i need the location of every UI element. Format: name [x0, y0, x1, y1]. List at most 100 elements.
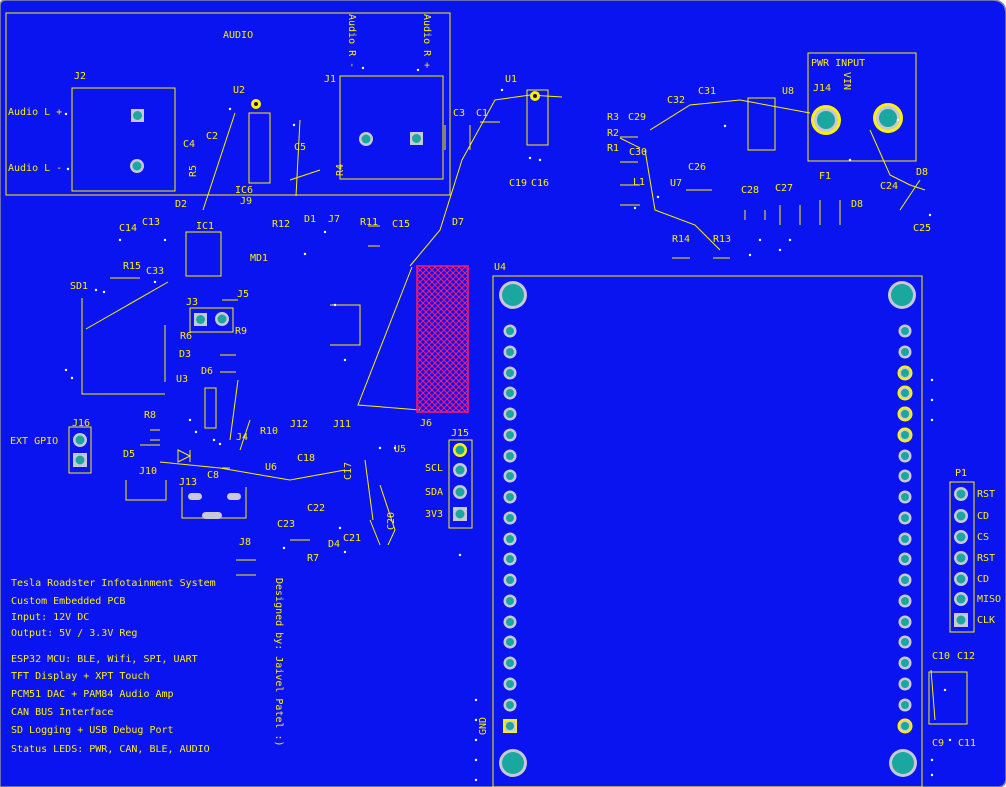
ref-designator: C29 — [628, 112, 647, 123]
ref-designator: C10 — [932, 651, 951, 662]
ref-designator: C17 — [343, 461, 354, 480]
ref-designator: D8 — [916, 167, 929, 178]
ref-designator: J2 — [74, 71, 87, 82]
ref-designator: J13 — [179, 477, 198, 488]
pwr-input-label: PWR INPUT — [811, 58, 866, 69]
ref-designator: C30 — [629, 147, 648, 158]
ref-designator: U8 — [782, 86, 795, 97]
ref-designator: C27 — [775, 183, 794, 194]
pads — [73, 91, 968, 777]
ref-designator: C24 — [880, 181, 899, 192]
vin-label: VIN — [841, 72, 852, 91]
gnd-label: GND — [478, 716, 489, 735]
ref-designator: J8 — [239, 537, 252, 548]
ref-designator: C28 — [741, 185, 760, 196]
ref-designator: R13 — [713, 234, 732, 245]
keepout-zone — [416, 265, 469, 413]
ref-designator: R6 — [180, 331, 193, 342]
ref-designator: SD1 — [70, 281, 89, 292]
ref-designator: D1 — [304, 214, 317, 225]
ref-designator: J3 — [186, 297, 199, 308]
ref-designator: R15 — [123, 261, 142, 272]
ref-designator: U4 — [494, 262, 507, 273]
silkscreen-lines — [5, 12, 975, 787]
note-line: SD Logging + USB Debug Port — [11, 725, 174, 736]
ref-designator: C19 — [509, 178, 528, 189]
ref-designator: J6 — [420, 418, 433, 429]
ref-designator: U6 — [265, 462, 278, 473]
ref-designator: C12 — [957, 651, 976, 662]
p1-pin-label: RST — [977, 553, 996, 564]
ref-designator: C31 — [698, 86, 717, 97]
ref-designator: R7 — [307, 553, 320, 564]
designer-credit: Designed by: Jaivel Patel :) — [273, 578, 284, 747]
ref-designator: C18 — [297, 453, 316, 464]
ref-designator: R4 — [335, 163, 346, 176]
ref-designator: U5 — [394, 444, 407, 455]
ref-designator: R10 — [260, 426, 279, 437]
ref-designator: C16 — [531, 178, 550, 189]
ref-designator: D8 — [851, 199, 864, 210]
ref-designator: J5 — [237, 289, 250, 300]
i2c-scl-label: SCL — [425, 463, 444, 474]
ref-designator: J4 — [236, 432, 249, 443]
ref-designator: IC1 — [196, 221, 215, 232]
ref-designator: C22 — [307, 503, 326, 514]
note-line: Tesla Roadster Infotainment System — [11, 578, 216, 589]
ref-designator: C2 — [206, 131, 219, 142]
audio-r-plus-label: Audio R + — [421, 14, 432, 69]
ref-designator: C8 — [207, 470, 220, 481]
ref-designator: D3 — [179, 349, 192, 360]
ref-designator: D4 — [328, 539, 341, 550]
ref-designator: C14 — [119, 223, 138, 234]
ref-designator: J16 — [72, 418, 91, 429]
ref-designator: J12 — [290, 419, 309, 430]
ref-designator: J11 — [333, 419, 352, 430]
ref-designator: C15 — [392, 219, 411, 230]
note-line: Input: 12V DC — [11, 612, 90, 623]
ref-designator: D5 — [123, 449, 136, 460]
note-line: Status LEDS: PWR, CAN, BLE, AUDIO — [11, 744, 210, 755]
ref-designator: C11 — [958, 738, 977, 749]
ref-designator: IC6 — [235, 185, 254, 196]
ref-designator: U7 — [670, 178, 683, 189]
ref-designator: R5 — [188, 164, 199, 177]
audio-l-plus-label: Audio L + — [8, 107, 63, 118]
ref-designator: R2 — [607, 128, 620, 139]
ref-designator: R1 — [607, 143, 620, 154]
i2c-3v3-label: 3V3 — [425, 509, 444, 520]
p1-pin-label: CD — [977, 511, 990, 522]
ref-designator: C3 — [453, 108, 466, 119]
ref-designator: R9 — [235, 326, 248, 337]
ref-designator: L1 — [633, 177, 646, 188]
ref-designator: R11 — [360, 217, 379, 228]
ext-gpio-label: EXT GPIO — [10, 436, 59, 447]
ref-designator: D7 — [452, 217, 465, 228]
ref-designator: J10 — [139, 466, 158, 477]
ref-designator: R12 — [272, 219, 291, 230]
ref-designator: C33 — [146, 266, 165, 277]
ref-designator: C21 — [343, 533, 362, 544]
ref-designator: D2 — [175, 199, 188, 210]
ref-designator: C26 — [688, 162, 707, 173]
audio-block-label: AUDIO — [223, 30, 254, 41]
note-line: Output: 5V / 3.3V Reg — [11, 628, 138, 639]
ref-designator: C23 — [277, 519, 296, 530]
ref-designator: C32 — [667, 95, 686, 106]
ref-designator: D6 — [201, 366, 214, 377]
ref-designator: J15 — [451, 428, 470, 439]
p1-pin-label: CLK — [977, 615, 996, 626]
ref-designator: C1 — [476, 108, 489, 119]
p1-pin-label: MISO — [977, 594, 1002, 605]
ref-designator: C5 — [294, 142, 307, 153]
p1-pin-label: CD — [977, 574, 990, 585]
ref-designator: C20 — [386, 511, 397, 530]
ref-designator: J7 — [328, 214, 341, 225]
note-line: TFT Display + XPT Touch — [11, 671, 150, 682]
audio-r-minus-label: Audio R - — [346, 14, 357, 69]
ref-designator: F1 — [819, 171, 832, 182]
ref-designator: C4 — [183, 139, 196, 150]
ref-designator: R14 — [672, 234, 691, 245]
